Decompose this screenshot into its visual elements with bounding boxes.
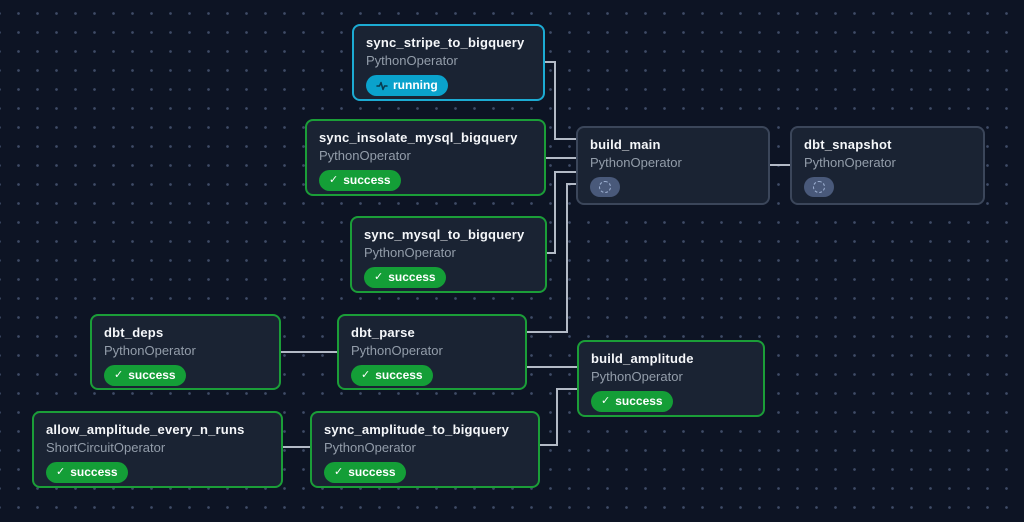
task-node-build_main[interactable]: build_main PythonOperator [576,126,770,205]
status-label: success [70,465,118,479]
status-badge: ✓ success [104,365,186,386]
task-operator: PythonOperator [351,343,443,358]
edge-sync_mysql_to_bigquery-to-build_main [555,171,576,173]
task-node-dbt_deps[interactable]: dbt_deps PythonOperator ✓ success [90,314,281,390]
task-operator: PythonOperator [104,343,196,358]
task-title: dbt_parse [351,325,415,340]
task-title: sync_mysql_to_bigquery [364,227,525,242]
task-title: dbt_deps [104,325,164,340]
task-node-sync_amplitude_to_bigquery[interactable]: sync_amplitude_to_bigquery PythonOperato… [310,411,540,488]
task-operator: PythonOperator [324,440,416,455]
task-operator: PythonOperator [590,155,682,170]
edge-sync_stripe_to_bigquery-to-build_main [555,138,576,140]
check-icon: ✓ [329,174,339,186]
edge-sync_amplitude_to_bigquery-to-build_amplitude [557,388,577,390]
edge-sync_mysql_to_bigquery-to-build_main [554,171,556,254]
status-badge: ✓ success [364,267,446,288]
edge-dbt_parse-to-build_main [527,331,567,333]
status-label: success [375,368,423,382]
edge-dbt_parse-to-build_main [567,183,576,185]
task-title: sync_stripe_to_bigquery [366,35,525,50]
check-icon: ✓ [374,271,384,283]
status-label: success [615,394,663,408]
check-icon: ✓ [114,369,124,381]
edge-sync_amplitude_to_bigquery-to-build_amplitude [540,444,557,446]
task-node-dbt_snapshot[interactable]: dbt_snapshot PythonOperator [790,126,985,205]
task-title: dbt_snapshot [804,137,892,152]
check-icon: ✓ [56,466,66,478]
edge-dbt_parse-to-build_main [566,183,568,333]
edge-sync_insolate_mysql_bigquery-to-build_main [546,157,576,159]
dashed-circle-icon [813,181,825,193]
status-badge [804,177,834,197]
task-operator: ShortCircuitOperator [46,440,166,455]
task-title: allow_amplitude_every_n_runs [46,422,245,437]
status-label: success [388,270,436,284]
task-node-dbt_parse[interactable]: dbt_parse PythonOperator ✓ success [337,314,527,390]
edge-build_main-to-dbt_snapshot [770,164,790,166]
dashed-circle-icon [599,181,611,193]
status-label: success [348,465,396,479]
edge-sync_stripe_to_bigquery-to-build_main [554,61,556,140]
status-label: running [393,78,438,92]
status-label: success [128,368,176,382]
status-badge: ✓ success [351,365,433,386]
task-node-sync_insolate_mysql_bigquery[interactable]: sync_insolate_mysql_bigquery PythonOpera… [305,119,546,196]
edge-sync_stripe_to_bigquery-to-build_main [545,61,555,63]
task-title: build_main [590,137,661,152]
edge-sync_amplitude_to_bigquery-to-build_amplitude [556,388,558,446]
task-node-allow_amplitude_every_n_runs[interactable]: allow_amplitude_every_n_runs ShortCircui… [32,411,283,488]
status-badge: ✓ success [324,462,406,483]
status-badge: ✓ success [46,462,128,483]
status-badge [590,177,620,197]
task-operator: PythonOperator [591,369,683,384]
edge-allow_amplitude_every_n_runs-to-sync_amplitude_to_bigquery [283,446,310,448]
task-operator: PythonOperator [319,148,411,163]
activity-icon [376,80,388,92]
task-operator: PythonOperator [804,155,896,170]
task-operator: PythonOperator [364,245,456,260]
task-title: sync_insolate_mysql_bigquery [319,130,518,145]
edge-sync_mysql_to_bigquery-to-build_main [547,252,555,254]
task-operator: PythonOperator [366,53,458,68]
task-title: sync_amplitude_to_bigquery [324,422,510,437]
task-node-build_amplitude[interactable]: build_amplitude PythonOperator ✓ success [577,340,765,417]
check-icon: ✓ [334,466,344,478]
status-badge: ✓ success [319,170,401,191]
check-icon: ✓ [601,395,611,407]
task-node-sync_stripe_to_bigquery[interactable]: sync_stripe_to_bigquery PythonOperator r… [352,24,545,101]
edge-dbt_parse-to-build_amplitude [527,366,577,368]
status-label: success [343,173,391,187]
task-title: build_amplitude [591,351,694,366]
status-badge: running [366,75,448,96]
edge-dbt_deps-to-dbt_parse [281,351,337,353]
status-badge: ✓ success [591,391,673,412]
check-icon: ✓ [361,369,371,381]
task-node-sync_mysql_to_bigquery[interactable]: sync_mysql_to_bigquery PythonOperator ✓ … [350,216,547,293]
